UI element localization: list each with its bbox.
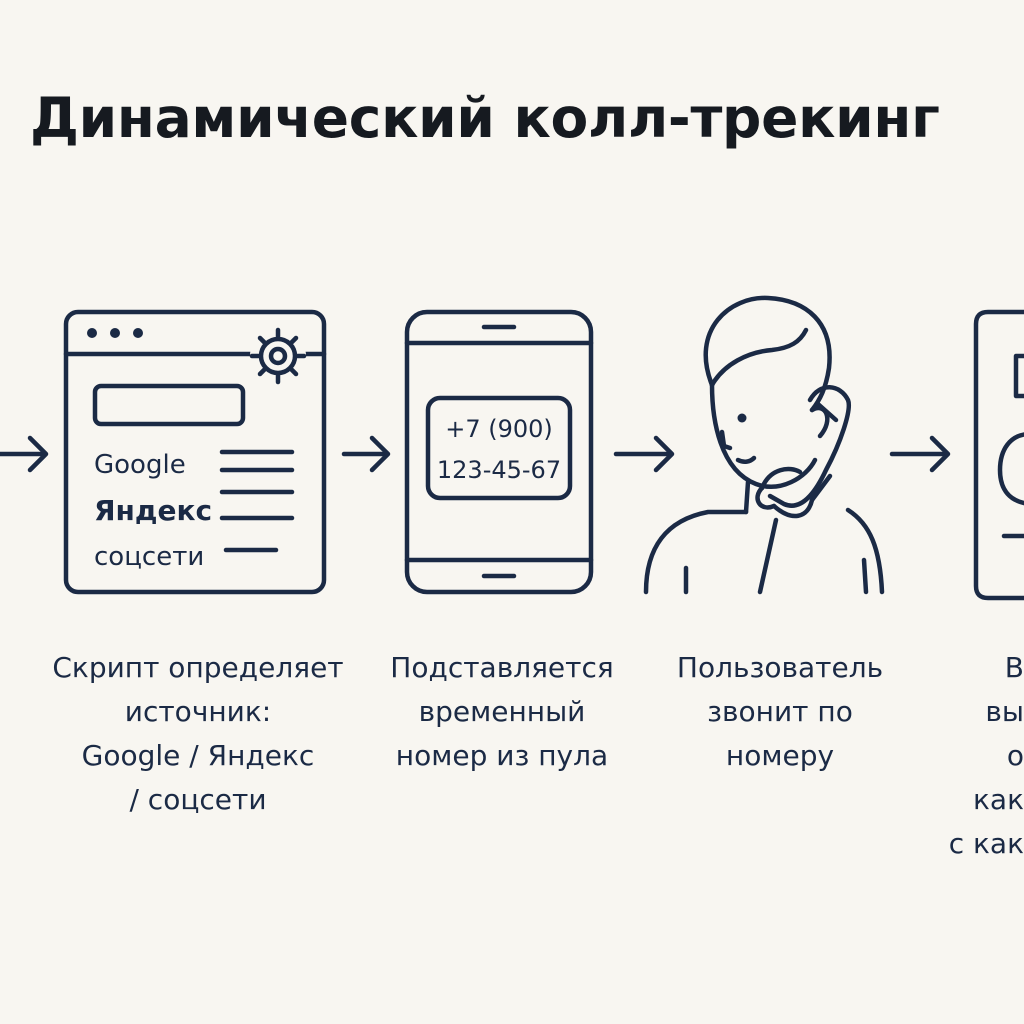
smartphone-icon xyxy=(404,309,594,595)
source-google: Google xyxy=(94,450,186,480)
source-social: соцсети xyxy=(94,542,204,572)
person-calling-icon xyxy=(643,295,885,595)
search-field-icon xyxy=(92,383,246,427)
phone-number-code: +7 (900) xyxy=(445,415,553,443)
phone-number-digits: 123-45-67 xyxy=(437,456,561,484)
step-3-caption: Пользователь звонит по номеру xyxy=(676,651,884,772)
step-1-caption: Скрипт определяет источник: Google / Янд… xyxy=(52,651,344,816)
step-2-caption: Подставляется временный номер из пула xyxy=(390,651,614,772)
source-yandex: Яндекс xyxy=(94,494,212,527)
text-lines-icon xyxy=(219,449,295,553)
arrow-icon xyxy=(341,435,391,473)
gear-icon xyxy=(249,327,307,385)
arrow-icon xyxy=(889,435,951,473)
page-title: Динамический колл-трекинг xyxy=(30,86,940,150)
arrow-icon xyxy=(0,435,49,473)
arrow-icon xyxy=(613,435,675,473)
step-4-caption: В вы о как с как xyxy=(948,651,1024,860)
report-document-icon xyxy=(973,309,1024,601)
